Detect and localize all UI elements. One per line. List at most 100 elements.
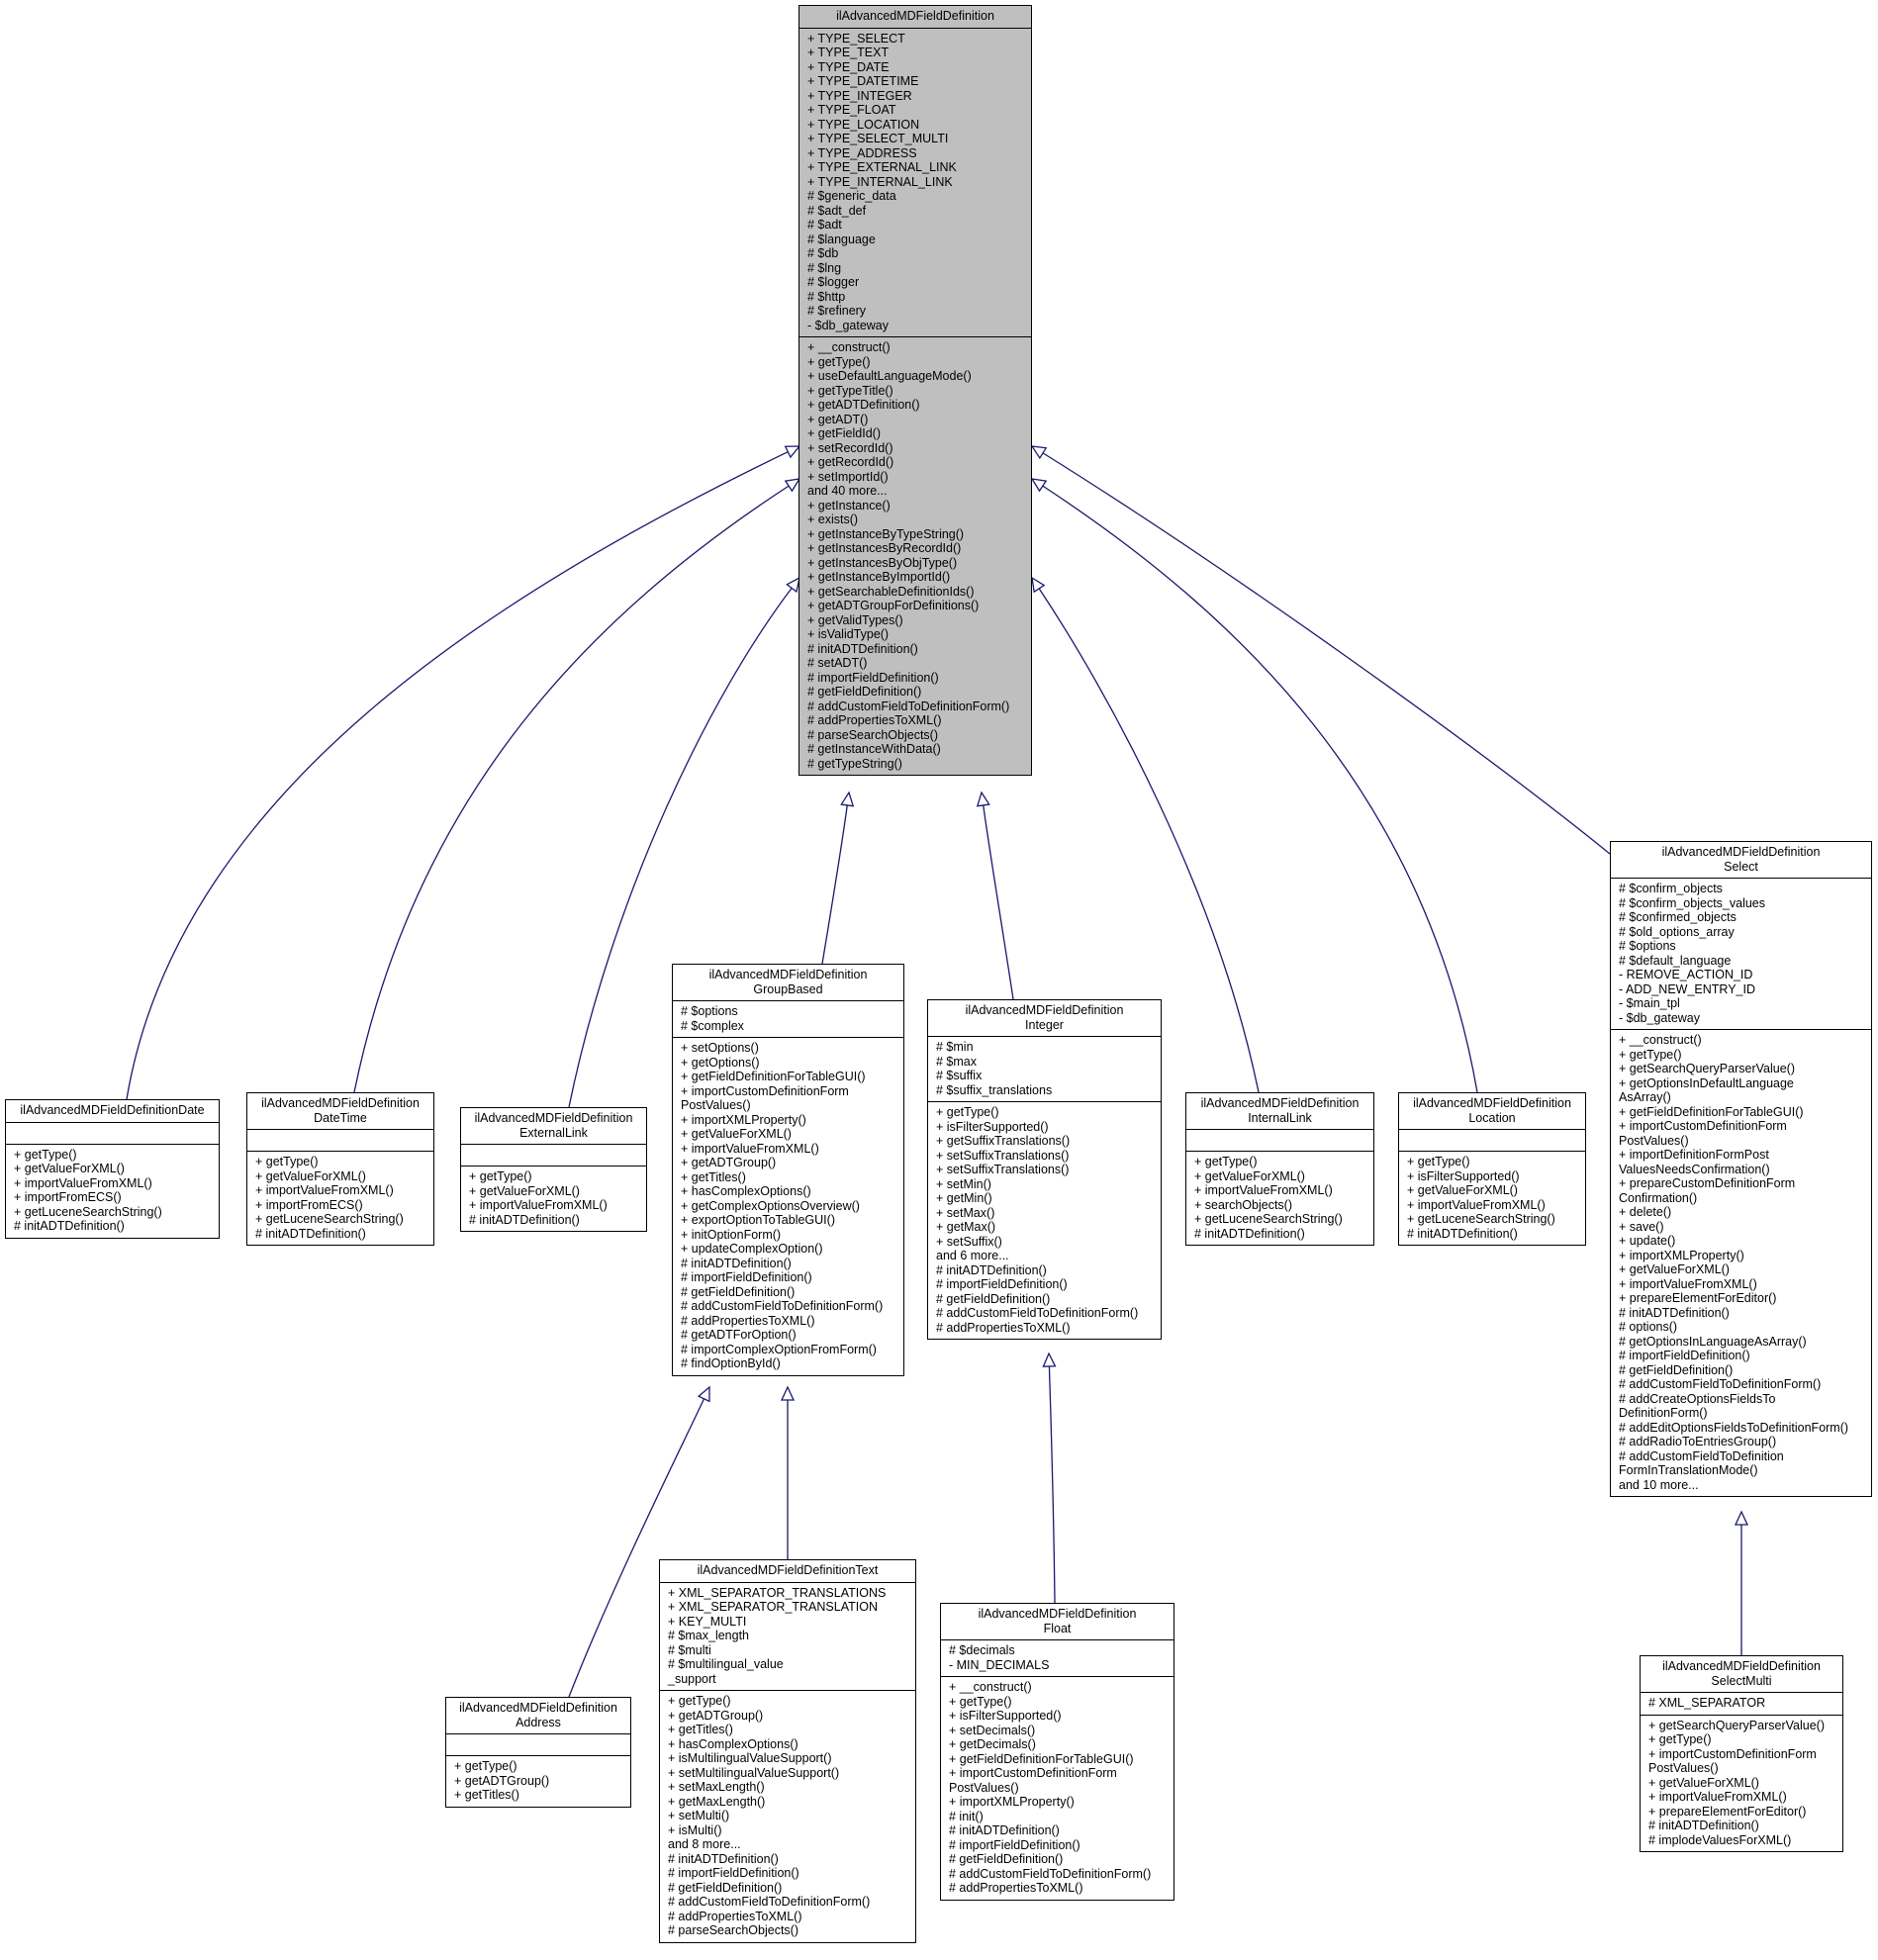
method-entry: PostValues() (1648, 1761, 1719, 1775)
inheritance-arrowhead-icon (1734, 1510, 1749, 1526)
method-entry: # getFieldDefinition() (1619, 1362, 1734, 1377)
method-entry: + getTypeTitle() (807, 383, 893, 398)
class-box-base[interactable]: ilAdvancedMDFieldDefinition + TYPE_SELECT… (798, 5, 1032, 776)
method-entry: # getFieldDefinition() (668, 1880, 783, 1895)
method-entry: + isFilterSupported() (949, 1709, 1062, 1723)
method-entry: + setSuffixTranslations() (936, 1163, 1070, 1176)
method-entry: # getFieldDefinition() (936, 1291, 1051, 1306)
method-entry: and 40 more... (807, 484, 888, 498)
method-entry: + isFilterSupported() (1407, 1168, 1520, 1183)
method-entry: + getType() (1194, 1155, 1258, 1168)
method-entry: + exists() (807, 513, 859, 526)
method-entry: + importXMLProperty() (1619, 1248, 1744, 1262)
method-entry: + prepareElementForEditor() (1648, 1804, 1807, 1819)
attribute-entry: - $db_gateway (807, 318, 890, 332)
class-box-date[interactable]: ilAdvancedMDFieldDefinitionDate+ getType… (5, 1099, 220, 1239)
method-entry: + getLuceneSearchString() (14, 1204, 162, 1219)
method-entry: # addPropertiesToXML() (949, 1881, 1083, 1895)
method-entry: + importXMLProperty() (681, 1112, 806, 1127)
attribute-entry: + TYPE_DATE (807, 59, 890, 74)
class-attributes: # $confirm_objects# $confirm_objects_val… (1611, 879, 1871, 1030)
class-title: ilAdvancedMDFieldDefinition (799, 6, 1031, 29)
inheritance-edge-float-integer (1048, 1365, 1056, 1604)
attribute-entry: # $complex (681, 1018, 744, 1033)
method-entry: # importComplexOptionFromForm() (681, 1342, 877, 1356)
method-entry: + getOptionsInDefaultLanguage (1619, 1075, 1794, 1090)
method-entry: + getADTGroup() (668, 1708, 764, 1723)
method-entry: # initADTDefinition() (1194, 1226, 1305, 1241)
method-entry: + importValueFromXML() (14, 1175, 152, 1190)
method-entry: + isMulti() (668, 1822, 722, 1837)
method-entry: # implodeValuesForXML() (1648, 1832, 1792, 1847)
method-entry: + __construct() (949, 1680, 1032, 1694)
attribute-entry: + TYPE_INTERNAL_LINK (807, 174, 953, 189)
method-entry: # addPropertiesToXML() (936, 1320, 1071, 1335)
class-title-line: Location (1468, 1110, 1516, 1125)
method-entry: + getValueForXML() (1619, 1262, 1730, 1276)
method-entry: # addCustomFieldToDefinitionForm() (1619, 1377, 1822, 1391)
method-entry: # addPropertiesToXML() (681, 1313, 815, 1328)
method-entry: + setDecimals() (949, 1723, 1036, 1737)
method-entry: + hasComplexOptions() (681, 1184, 811, 1198)
attribute-entry: # $http (807, 289, 846, 304)
inheritance-edge-date-base (126, 451, 789, 1100)
method-entry: # importFieldDefinition() (949, 1837, 1080, 1852)
method-entry: # getFieldDefinition() (949, 1852, 1064, 1866)
method-entry: + getDecimals() (949, 1737, 1036, 1751)
attribute-entry: # $options (681, 1004, 738, 1018)
method-entry: # addCustomFieldToDefinitionForm() (681, 1299, 884, 1313)
method-entry: ValuesNeedsConfirmation() (1619, 1162, 1770, 1176)
class-attributes: # XML_SEPARATOR (1641, 1693, 1842, 1716)
method-entry: + importValueFromXML() (255, 1183, 394, 1197)
method-entry: # initADTDefinition() (949, 1823, 1060, 1837)
inheritance-arrowhead-icon (780, 1385, 796, 1401)
class-title-line: Address (516, 1715, 561, 1729)
attribute-entry: - ADD_NEW_ENTRY_ID (1619, 981, 1755, 996)
class-attributes (1399, 1130, 1585, 1152)
attribute-entry: + TYPE_DATETIME (807, 74, 919, 88)
class-attributes (461, 1145, 646, 1167)
method-entry: DefinitionForm() (1619, 1406, 1708, 1420)
class-attributes: # $min# $max# $suffix# $suffix_translati… (928, 1037, 1161, 1102)
class-title-line: ilAdvancedMDFieldDefinition (261, 1096, 420, 1110)
method-entry: + importValueFromXML() (469, 1198, 608, 1212)
method-entry: + getType() (949, 1694, 1012, 1709)
inheritance-arrowhead-icon (697, 1385, 710, 1403)
class-title-line: Select (1724, 859, 1758, 874)
method-entry: + setOptions() (681, 1041, 759, 1055)
method-entry: + getLuceneSearchString() (1194, 1212, 1343, 1226)
class-attributes: # $decimals- MIN_DECIMALS (941, 1640, 1174, 1677)
method-entry: + getValueForXML() (14, 1162, 125, 1175)
class-box-text[interactable]: ilAdvancedMDFieldDefinitionText+ XML_SEP… (659, 1559, 916, 1943)
class-attributes (247, 1130, 433, 1152)
method-entry: + importValueFromXML() (1407, 1197, 1546, 1212)
method-entry: + __construct() (807, 340, 891, 354)
method-entry: # findOptionById() (681, 1356, 781, 1370)
method-entry: + getMin() (936, 1191, 992, 1205)
attribute-entry: # $suffix (936, 1069, 983, 1082)
class-title-line: GroupBased (753, 981, 823, 996)
method-entry: + prepareCustomDefinitionForm (1619, 1176, 1796, 1190)
class-methods: + __construct()+ getType()+ useDefaultLa… (799, 337, 1031, 775)
attribute-entry: # $adt (807, 218, 842, 232)
method-entry: and 8 more... (668, 1837, 741, 1851)
method-entry: # addPropertiesToXML() (807, 713, 942, 727)
attribute-entry: + TYPE_TEXT (807, 46, 890, 59)
method-entry: + getValidTypes() (807, 612, 903, 627)
method-entry: + getRecordId() (807, 455, 894, 469)
class-title-line: InternalLink (1248, 1110, 1312, 1125)
attribute-entry: - $main_tpl (1619, 996, 1680, 1010)
attribute-entry: # $suffix_translations (936, 1082, 1053, 1097)
attribute-entry: + TYPE_ADDRESS (807, 145, 917, 160)
attribute-entry: + TYPE_SELECT_MULTI (807, 132, 949, 145)
